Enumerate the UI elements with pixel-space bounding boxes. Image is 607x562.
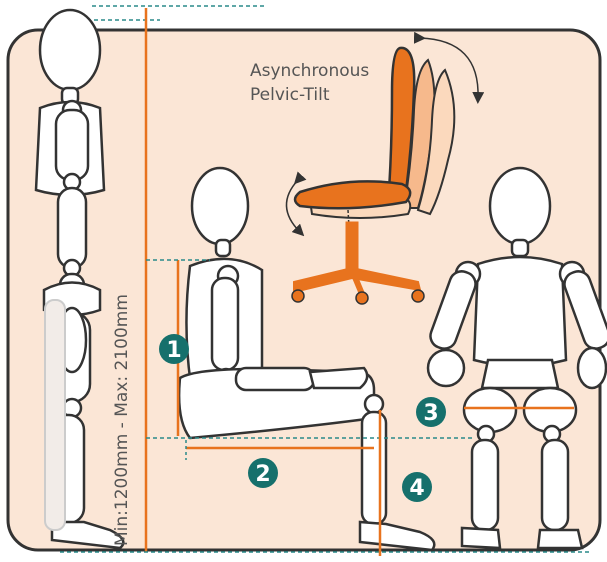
svg-text:4: 4 xyxy=(409,476,424,501)
badge-4: 4 xyxy=(402,472,432,502)
badge-3: 3 xyxy=(416,397,446,427)
callout-title-line1: Asynchronous xyxy=(250,61,369,81)
svg-text:1: 1 xyxy=(166,338,181,363)
badge-1: 1 xyxy=(159,334,189,364)
height-range-label: Min:1200mm - Max: 2100mm xyxy=(112,294,132,546)
svg-text:3: 3 xyxy=(423,401,438,426)
svg-text:2: 2 xyxy=(255,462,270,487)
standing-mannequin-back-leg xyxy=(45,300,65,530)
badge-2: 2 xyxy=(248,458,278,488)
callout-title-line2: Pelvic-Tilt xyxy=(250,85,330,105)
